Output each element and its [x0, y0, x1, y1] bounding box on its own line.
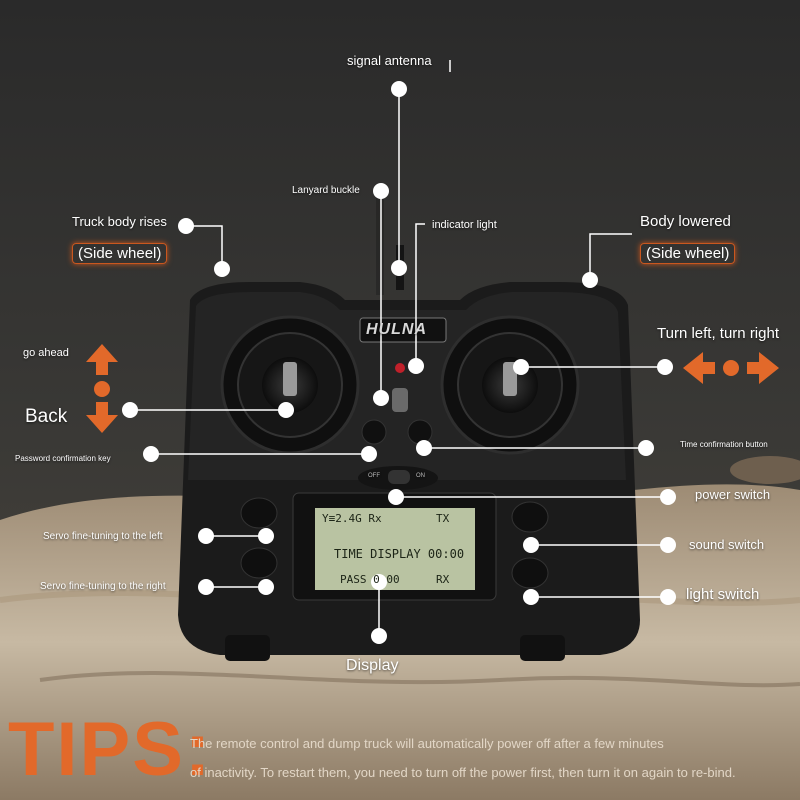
back-label: Back	[25, 406, 68, 427]
dot-icon	[94, 381, 110, 397]
tips-line-2: of inactivity. To restart them, you need…	[190, 765, 736, 780]
lcd-top-left: Y≡2.4G Rx	[322, 512, 382, 525]
password-key-label: Password confirmation key	[15, 454, 111, 463]
switch-off-label: OFF	[368, 473, 380, 479]
sound-switch-label: sound switch	[689, 537, 765, 552]
power-switch-label: power switch	[695, 487, 771, 502]
truck-body-rises-label: Truck body rises	[72, 214, 167, 229]
lcd-bottom-left: PASS 0 00	[340, 573, 400, 586]
arrow-up-icon	[86, 344, 118, 375]
indicator-light-label: indicator light	[432, 219, 497, 231]
body-lowered-label: Body lowered	[640, 213, 731, 230]
go-ahead-label: go ahead	[23, 347, 69, 359]
lanyard-buckle-label: Lanyard buckle	[292, 185, 360, 196]
light-switch-label: light switch	[686, 586, 760, 603]
switch-on-label: ON	[416, 473, 425, 479]
arrow-down-icon	[86, 402, 118, 433]
lcd-top-right: TX	[436, 512, 450, 525]
servo-left-label: Servo fine-tuning to the left	[43, 531, 163, 542]
tips-heading: TIPS:	[8, 707, 213, 792]
arrow-left-icon	[683, 352, 715, 384]
lcd-bottom-right: RX	[436, 573, 450, 586]
time-button-label: Time confirmation button	[680, 440, 768, 449]
tips-line-1: The remote control and dump truck will a…	[190, 736, 664, 751]
servo-right-label: Servo fine-tuning to the right	[40, 581, 166, 592]
dot-icon	[723, 360, 739, 376]
display-label: Display	[346, 657, 399, 674]
signal-antenna-label: signal antenna	[347, 53, 432, 68]
turn-left-right-label: Turn left, turn right	[657, 325, 779, 342]
brand-logo: HULNA	[366, 321, 427, 338]
lcd-middle: TIME DISPLAY 00:00	[334, 547, 465, 561]
side-wheel-right-label: (Side wheel)	[640, 243, 735, 264]
arrow-right-icon	[747, 352, 779, 384]
side-wheel-left-label: (Side wheel)	[72, 243, 167, 264]
